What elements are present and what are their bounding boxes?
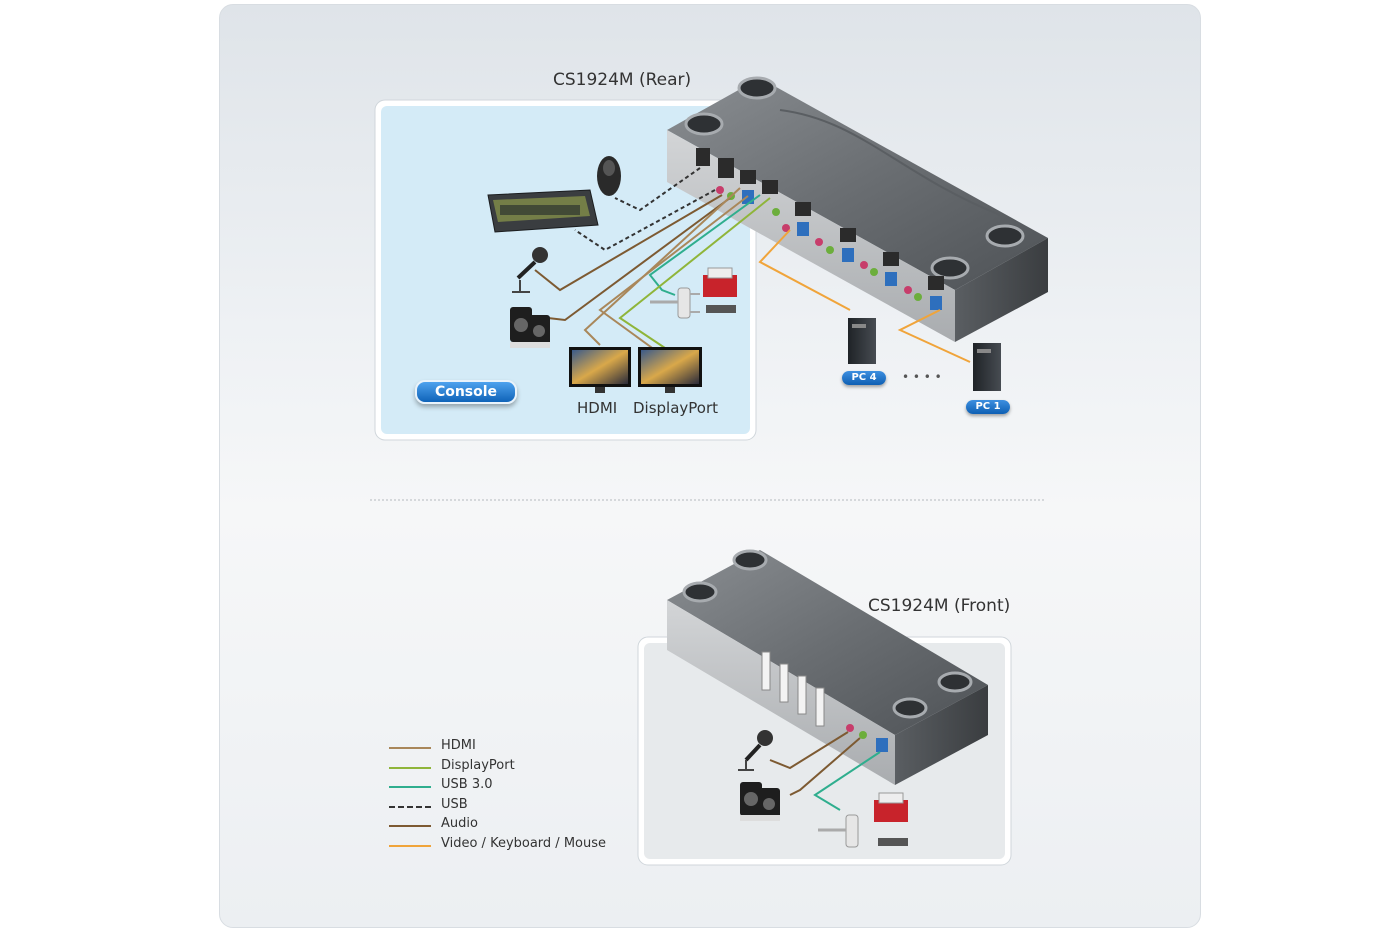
legend-label: USB [441,796,468,812]
front-usb-hub-printer-icon [818,792,908,848]
kvm-switch-rear [667,76,1048,342]
pc4-badge: PC 4 [842,371,886,385]
legend-label: DisplayPort [441,757,515,773]
usb-hub-printer-icon [650,267,737,319]
front-title: CS1924M (Front) [868,596,1011,616]
front-port-buttons [761,651,888,752]
pc-ellipsis: • • • • [902,370,942,384]
pc4-tower-icon [848,318,876,364]
pc1-badge: PC 1 [966,400,1010,414]
mouse-icon [597,156,621,196]
monitor-hdmi-icon [569,347,631,393]
displayport-monitor-label: DisplayPort [633,399,719,417]
legend-label: Video / Keyboard / Mouse [441,835,607,851]
microphone-icon [512,247,548,293]
legend-usb3-swatch [389,786,431,789]
legend-label: HDMI [441,738,476,753]
legend-vkm-swatch [389,844,431,847]
hdmi-monitor-label: HDMI [577,399,618,417]
legend-hdmi-swatch [389,747,431,749]
keyboard-icon [487,189,599,233]
front-cables [769,731,881,811]
legend-displayport-swatch [389,766,431,769]
speakers-icon [510,307,550,348]
front-microphone-icon [738,730,773,771]
rear-cables [534,167,771,351]
legend-audio-swatch [389,825,431,828]
pc-cables [758,229,971,363]
front-speakers-icon [740,782,780,821]
rear-title: CS1924M (Rear) [553,70,692,90]
pc1-tower-icon [973,343,1001,391]
legend-label: USB 3.0 [441,777,493,793]
console-badge: Console [415,380,517,404]
legend-label: Audio [441,816,478,832]
legend-usb-swatch [389,805,431,808]
monitor-displayport-icon [638,347,702,393]
